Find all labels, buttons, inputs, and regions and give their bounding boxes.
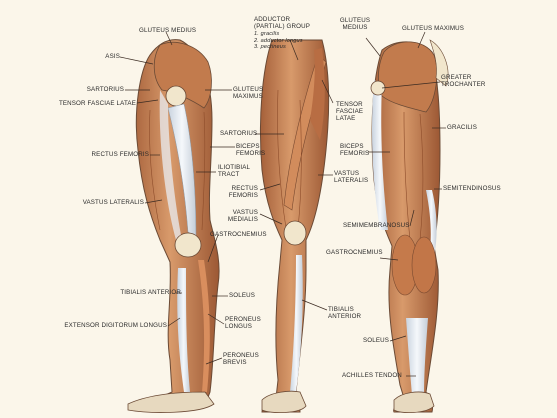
- label-soleus-mid: SOLEUS: [229, 292, 255, 299]
- label-vastus-medialis: VASTUS MEDIALIS: [220, 209, 258, 223]
- label-achilles-tendon: ACHILLES TENDON: [342, 372, 402, 379]
- label-line: TRACT: [218, 171, 250, 178]
- label-line: LATERALIS: [334, 177, 368, 184]
- label-soleus-right: SOLEUS: [363, 337, 389, 344]
- label-line: LATAE: [336, 115, 363, 122]
- label-line: ADDUCTOR: [254, 16, 310, 23]
- label-line: BICEPS: [340, 143, 369, 150]
- label-line: ANTERIOR: [328, 313, 361, 320]
- label-biceps-femoris-mid: BICEPS FEMORIS: [236, 143, 265, 157]
- label-line: MEDIALIS: [220, 216, 258, 223]
- label-sartorius-mid: SARTORIUS: [220, 130, 257, 137]
- label-biceps-femoris-right: BICEPS FEMORIS: [340, 143, 369, 157]
- label-iliotibial-tract: ILIOTIBIAL TRACT: [218, 164, 250, 178]
- label-line: MAXIMUS: [233, 93, 263, 100]
- label-line: PERONEUS: [225, 316, 261, 323]
- label-line: MEDIUS: [336, 24, 374, 31]
- label-extensor-digitorum-longus: EXTENSOR DIGITORUM LONGUS: [40, 322, 167, 329]
- label-peroneus-brevis: PERONEUS BREVIS: [223, 352, 259, 366]
- label-semimembranosus: SEMIMEMBRANOSUS: [343, 222, 410, 229]
- label-line: TROCHANTER: [441, 81, 485, 88]
- label-line: 1. gracilis: [254, 31, 303, 38]
- label-line: FEMORIS: [236, 150, 265, 157]
- label-line: PERONEUS: [223, 352, 259, 359]
- label-line: GLUTEUS: [336, 17, 374, 24]
- label-gluteus-medius-left: GLUTEUS MEDIUS: [139, 27, 196, 34]
- label-line: FASCIAE: [336, 108, 363, 115]
- anterior-view-leg: [260, 40, 328, 413]
- label-rectus-femoris-left: RECTUS FEMORIS: [60, 151, 149, 158]
- label-sartorius-left: SARTORIUS: [70, 86, 124, 93]
- label-line: VASTUS: [334, 170, 368, 177]
- label-gluteus-medius-right: GLUTEUS MEDIUS: [336, 17, 374, 31]
- label-line: TIBIALIS: [328, 306, 361, 313]
- label-peroneus-longus: PERONEUS LONGUS: [225, 316, 261, 330]
- label-gastrocnemius-right: GASTROCNEMIUS: [326, 249, 383, 256]
- label-line: (PARTIAL) GROUP: [254, 23, 310, 30]
- label-line: 2. adductor longus: [254, 38, 303, 45]
- label-tibialis-anterior-mid: TIBIALIS ANTERIOR: [328, 306, 361, 320]
- label-vastus-lateralis-mid: VASTUS LATERALIS: [334, 170, 368, 184]
- label-gracilis: GRACILIS: [447, 124, 477, 131]
- label-semitendinosus: SEMITENDINOSUS: [443, 185, 501, 192]
- label-rectus-femoris-mid: RECTUS FEMORIS: [220, 185, 258, 199]
- label-greater-trochanter: GREATER TROCHANTER: [441, 74, 485, 88]
- label-vastus-lateralis-left: VASTUS LATERALIS: [60, 199, 144, 206]
- label-line: GLUTEUS: [233, 86, 263, 93]
- label-tensor-fasciae-latae-left: TENSOR FASCIAE LATAE: [40, 100, 136, 107]
- label-line: BREVIS: [223, 359, 259, 366]
- label-line: VASTUS: [220, 209, 258, 216]
- label-line: BICEPS: [236, 143, 265, 150]
- label-line: ILIOTIBIAL: [218, 164, 250, 171]
- label-line: TENSOR: [336, 101, 363, 108]
- label-line: FEMORIS: [220, 192, 258, 199]
- label-adductor-items: 1. gracilis 2. adductor longus 3. pectin…: [254, 31, 303, 51]
- label-line: 3. pectineus: [254, 44, 303, 51]
- label-tensor-fasciae-latae-mid: TENSOR FASCIAE LATAE: [336, 101, 363, 123]
- label-gluteus-maximus-right: GLUTEUS MAXIMUS: [402, 25, 464, 32]
- label-tibialis-anterior-left: TIBIALIS ANTERIOR: [80, 289, 181, 296]
- label-line: GREATER: [441, 74, 485, 81]
- label-line: RECTUS: [220, 185, 258, 192]
- label-adductor-group: ADDUCTOR (PARTIAL) GROUP: [254, 16, 310, 30]
- label-line: FEMORIS: [340, 150, 369, 157]
- label-gluteus-maximus-left: GLUTEUS MAXIMUS: [233, 86, 263, 100]
- label-line: LONGUS: [225, 323, 261, 330]
- label-gastrocnemius-mid: GASTROCNEMIUS: [210, 231, 267, 238]
- label-asis: ASIS: [90, 53, 120, 60]
- lateral-view-leg: [128, 40, 219, 413]
